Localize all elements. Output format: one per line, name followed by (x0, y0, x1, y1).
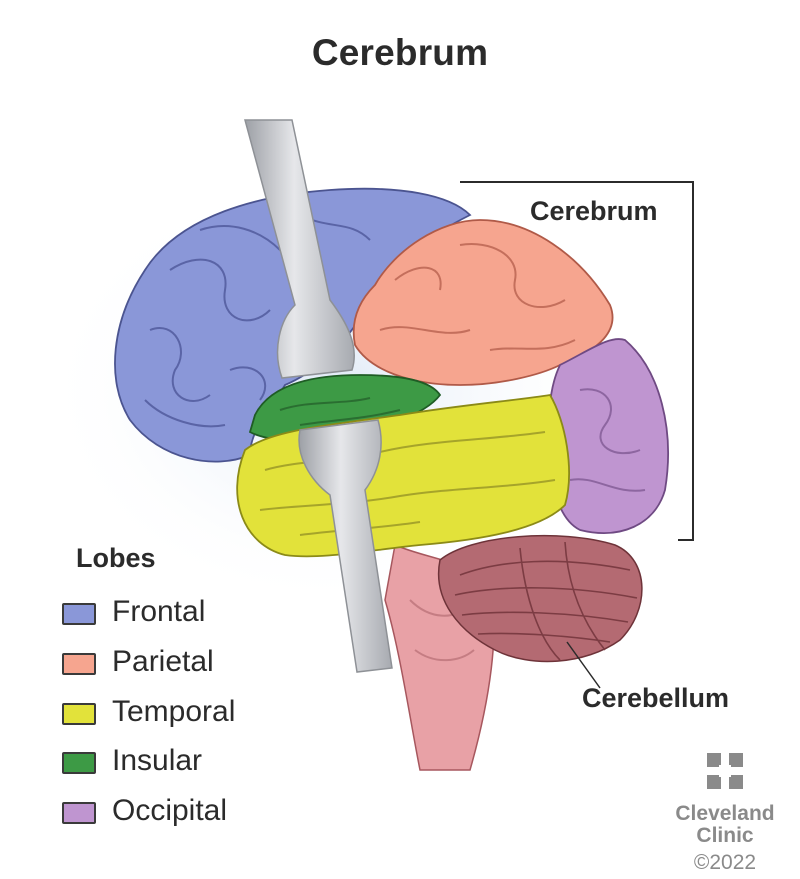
legend-label-insular: Insular (112, 744, 203, 777)
retractor-lower (298, 419, 393, 673)
occipital-lobe (548, 338, 669, 534)
parietal-swatch (62, 653, 96, 675)
frontal-swatch (62, 603, 96, 625)
cleveland-clinic-mark-icon (707, 753, 743, 789)
occipital-swatch (62, 802, 96, 824)
cerebellum (437, 534, 643, 663)
legend-item-temporal: Temporal (62, 695, 302, 735)
parietal-lobe (352, 219, 614, 386)
legend-label-occipital: Occipital (112, 794, 228, 827)
cerebrum-label: Cerebrum (530, 196, 658, 226)
logo-name-line1: Cleveland (675, 802, 775, 825)
legend-item-parietal: Parietal (62, 645, 302, 685)
legend-label-frontal: Frontal (112, 595, 206, 628)
cerebellum-leader-line (566, 641, 601, 689)
cleveland-clinic-logo: Cleveland Clinic ©2022 (660, 752, 790, 875)
copyright-text: ©2022 (693, 851, 757, 874)
insular-swatch (62, 752, 96, 774)
legend-item-insular: Insular (62, 744, 302, 784)
cerebellum-label: Cerebellum (582, 683, 730, 713)
legend-item-frontal: Frontal (62, 595, 302, 635)
legend-label-parietal: Parietal (112, 645, 214, 678)
legend-item-occipital: Occipital (62, 794, 302, 834)
legend-title: Lobes (76, 543, 156, 573)
retractor-upper (244, 119, 355, 379)
insular-lobe (248, 374, 442, 442)
logo-name-line2: Clinic (696, 824, 754, 847)
legend-label-temporal: Temporal (112, 695, 236, 728)
temporal-swatch (62, 703, 96, 725)
cerebrum-bracket (460, 181, 694, 541)
page-title: Cerebrum (311, 32, 489, 73)
